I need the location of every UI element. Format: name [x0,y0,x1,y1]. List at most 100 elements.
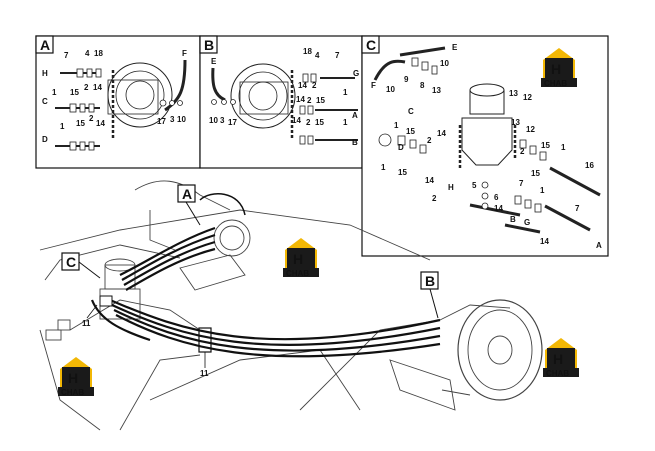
callout: 15 [531,169,540,178]
callout: 3 [170,115,175,124]
callout: H [448,183,454,192]
callout: 7 [64,51,69,60]
callout: 14 [298,81,307,90]
callout: 2 [307,96,312,105]
callout: 4 [85,49,90,58]
callout: 1 [60,122,65,131]
callout: 15 [398,168,407,177]
callout: 1 [343,88,348,97]
callout: 17 [228,118,237,127]
callout: 13 [432,86,441,95]
callout: 2 [427,136,432,145]
svg-text:H: H [293,251,303,267]
callout: 1 [561,143,566,152]
callout: 2 [432,194,437,203]
callout: G [524,218,530,227]
callout: 10 [209,116,218,125]
svg-text:B: B [425,273,435,289]
callout: G [353,69,359,78]
hose-bundle [90,193,441,358]
callout: 13 [511,118,520,127]
callout: 1 [394,121,399,130]
callout: C [408,107,414,116]
callout: 3 [220,116,225,125]
panel-a-letter: A [40,37,50,53]
overview-label-a: A [177,184,201,226]
callout: 14 [540,237,549,246]
callout: 11 [200,369,209,378]
svg-text:CHAB: CHAB [286,269,309,278]
callout: 1 [52,88,57,97]
panel-b-letter: B [204,37,214,53]
svg-text:CHAB: CHAB [546,369,569,378]
svg-text:A: A [182,186,192,202]
callout: F [371,81,376,90]
watermark-logo: H CHAB [543,338,579,378]
watermark-logo: H CHAB [58,357,94,397]
callout: 15 [406,127,415,136]
callout: D [42,135,48,144]
callout: 11 [82,319,91,328]
callout: 2 [306,118,311,127]
callout: 1 [343,118,348,127]
callout: F [182,49,187,58]
callout: H [42,69,48,78]
callout: 1 [540,186,545,195]
callout: 4 [315,51,320,60]
callout: 14 [425,176,434,185]
svg-text:CHAB: CHAB [544,79,567,88]
callout: 7 [519,179,524,188]
callout: E [211,57,217,66]
callout: 14 [292,116,301,125]
svg-text:CHAB: CHAB [61,388,84,397]
callout: 10 [386,85,395,94]
callout: B [352,138,358,147]
callout: 14 [296,95,305,104]
overview-label-c: C [61,252,101,279]
callout: 2 [312,81,317,90]
callout: 13 [509,89,518,98]
callout: 12 [523,93,532,102]
callout: 14 [93,83,102,92]
callout: 14 [96,119,105,128]
overview-label-b: B [420,271,439,319]
callout: 7 [575,204,580,213]
callout: 7 [335,51,340,60]
callout: A [352,111,358,120]
callout: 10 [440,59,449,68]
callout: 12 [526,125,535,134]
callout: 15 [315,118,324,127]
callout: 15 [316,96,325,105]
svg-text:H: H [551,61,561,77]
callout: 6 [494,193,499,202]
callout: 18 [94,49,103,58]
svg-text:H: H [553,351,563,367]
detail-panel-a: A 7 4 18 F H 1 C 15 2 14 1 [35,35,201,169]
callout: 1 [381,163,386,172]
callout: 18 [303,47,312,56]
callout: 2 [84,83,89,92]
callout: A [596,241,602,250]
callout: 15 [76,119,85,128]
callout: C [42,97,48,106]
callout: 9 [404,75,409,84]
callout: 5 [472,181,477,190]
svg-text:C: C [66,254,76,270]
callout: 17 [157,117,166,126]
detail-panel-b: B 18 4 7 E G 14 2 1 10 3 17 14 2 [199,35,363,169]
callout: D [398,143,404,152]
callout: 8 [420,81,425,90]
watermark-logo: H CHAB [541,48,577,88]
callout: 15 [541,141,550,150]
panel-c-letter: C [366,37,376,53]
callout: 14 [494,204,503,213]
callout: 10 [177,115,186,124]
callout: 2 [520,147,525,156]
svg-text:H: H [68,370,78,386]
callout: 14 [437,129,446,138]
callout: E [452,43,458,52]
callout: 16 [585,161,594,170]
watermark-logo: H CHAB [283,238,319,278]
callout: 15 [70,88,79,97]
